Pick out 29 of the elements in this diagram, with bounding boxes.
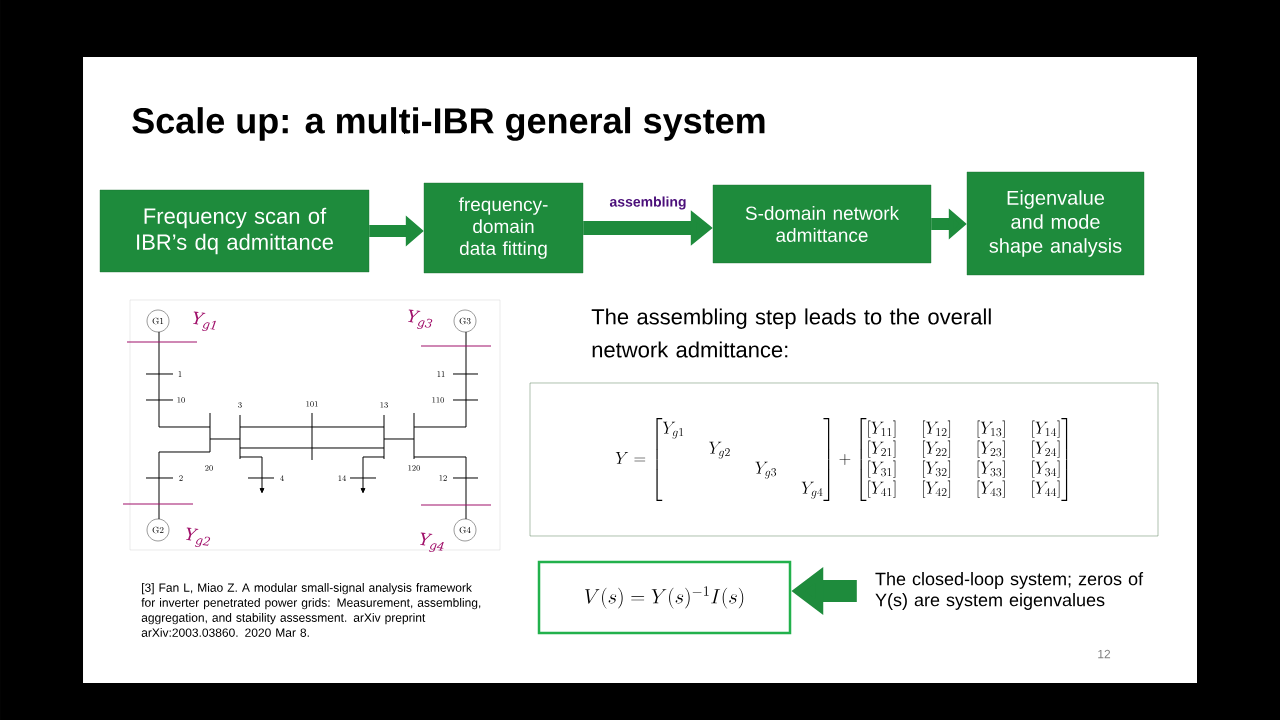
bus-number: 101 bbox=[305, 401, 319, 407]
handwritten-label: Y$_{g1}$ bbox=[193, 311, 216, 331]
equation-box: $V(s) = Y(s)^{-1} I(s)$ bbox=[537, 560, 792, 635]
handwritten-label: Y$_{g2}$ bbox=[186, 527, 211, 547]
process-box: Frequency scan of IBR’s dq admittance bbox=[99, 189, 370, 273]
bus-number: 1 bbox=[177, 371, 183, 377]
bus-number: 12 bbox=[438, 475, 448, 481]
bus-number: 13 bbox=[379, 402, 389, 408]
page-number: 12 bbox=[1098, 649, 1111, 659]
bus-number: 11 bbox=[436, 371, 446, 377]
body-text: The assembling step leads to the overall network admittance: bbox=[591, 308, 991, 358]
bus-number: 110 bbox=[431, 397, 445, 403]
process-box: Eigenvalue and mode shape analysis bbox=[966, 171, 1145, 276]
slide-title: Scale up: a multi-IBR general system bbox=[132, 107, 765, 141]
bus-number: 2 bbox=[178, 475, 184, 481]
bus-number: 10 bbox=[176, 397, 186, 403]
process-box: frequency-domain data fitting bbox=[423, 182, 584, 274]
process-box: S-domain network admittance bbox=[712, 184, 932, 264]
reference-text: [3] Fan L, Miao Z. A modular small-signal analysis framework for inverter penetrated power grids: Measurement, assembling, aggregation, and stability assessment. arXiv preprint arXiv:2003.03860. 2020 Mar 8. bbox=[141, 583, 481, 637]
edge-label: assembling bbox=[609, 196, 686, 210]
bus-number: 14 bbox=[337, 475, 347, 481]
handwritten-label: Y$_{g4}$ bbox=[420, 532, 444, 552]
bus-number: 3 bbox=[237, 402, 243, 408]
matrix-equation-box: $Y = \begin{bmatrix} Y_{g1} & & & \\ & Y_{g2} & & \\ & & Y_{g3} & \\ & & & Y_{g4} \end{bmatrix} + \begin{bmatrix} [Y_{11}] & [Y_{12}] & [Y_{13}] & [Y_{14}] \\ [Y_{21}] & [Y_{22}] & [Y_{23}] & [Y_{24}] \\ [Y_{31}] & [Y_{32}] & [Y_{33}] & [Y_{34}] \\ [Y_{41}] & [Y_{42}] & [Y_{43}] & [Y_{44}] \end{bmatrix}$ bbox=[529, 382, 1159, 537]
note-text: The closed-loop system; zeros of Y(s) are system eigenvalues bbox=[875, 572, 1144, 610]
bus-number: 20 bbox=[204, 465, 214, 471]
handwritten-label: Y$_{g3}$ bbox=[408, 309, 433, 329]
bus-number: 4 bbox=[279, 475, 285, 481]
bus-number: 120 bbox=[407, 465, 421, 471]
